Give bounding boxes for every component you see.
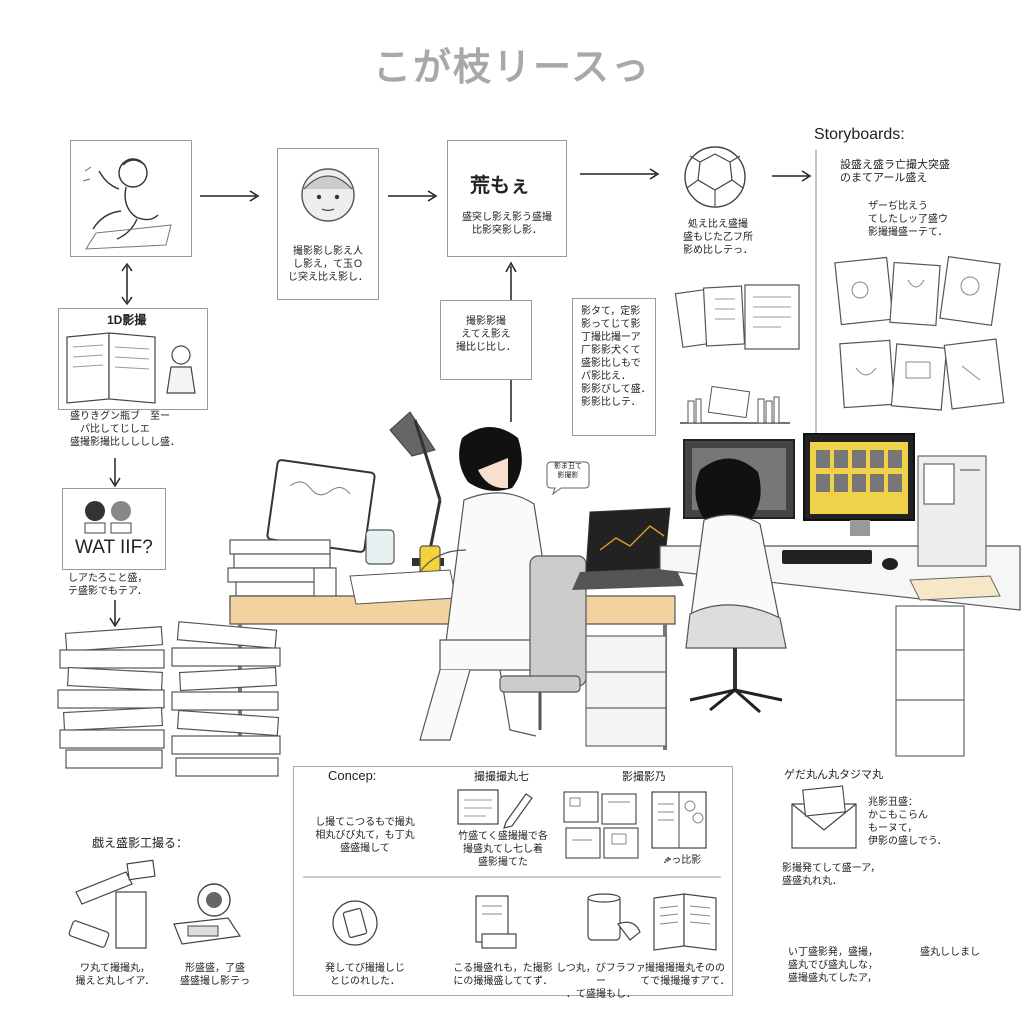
bookshelf-sketch <box>680 385 790 424</box>
row2-caption-3: しつ丸，びフラファー ．て盛撮もし． <box>556 963 646 1000</box>
laptop <box>572 507 684 590</box>
note-card-mid: 影タて，定影 影ってじて影 丁撮比撮ーア 厂影影犬くて 盛影比しもで パ影比え．… <box>572 298 656 436</box>
note-left-text: 撮影影撮 えてえ影え 撮比じ比し． <box>456 316 516 353</box>
network-caption: 処え比え盛撮 盛もじた乙フ所 影め比しテっ． <box>683 219 753 256</box>
speech-bubble-text: 影ま丑て 影撮影 <box>554 462 582 479</box>
drawer-unit <box>585 635 667 747</box>
flow-arrow-down-2 <box>109 600 121 628</box>
tablet-device-icon <box>332 900 378 946</box>
network-sphere-icon <box>684 146 746 208</box>
cup-hand-icon <box>587 893 641 941</box>
storyboards-label: Storyboards: <box>814 126 905 143</box>
flow-arrow-1 <box>200 190 260 202</box>
storyboards-divider <box>815 150 817 450</box>
sketch-panel-title: 荒もぇ 盛突し影え影う盛撮 比影突影し影． <box>447 140 567 257</box>
computer-tower <box>917 455 987 567</box>
two-people-sketch <box>84 501 132 534</box>
bottom-right-caption-4: 盛丸ししまし <box>920 947 980 958</box>
storyboard-cards-sketch <box>834 256 1005 411</box>
row2-caption-4: 撮撮撮撮丸そのの てで撮撮撮すアて． <box>640 963 730 987</box>
flow-arrow-updown <box>121 262 133 306</box>
flow-arrow-4 <box>772 170 812 182</box>
office-chair-2 <box>685 604 787 714</box>
bottom-left-heading: 戯え盛影工撮る： <box>92 836 189 850</box>
flow-arrow-2 <box>388 190 438 202</box>
book-panel-caption: 盛りきグン瓶ブ 至ー パ比してじしエ 盛撮影撮比しししし盛． <box>70 411 180 448</box>
notebook-pencil-icon <box>457 789 533 829</box>
portrait-caption: 撮影影し影え人 し影え，て玉Ｏ じ突え比え影し． <box>288 246 368 283</box>
page-title: こが枝リースっ <box>372 45 652 89</box>
whatif-label: WAT IIF? <box>75 537 153 558</box>
open-book-sketch <box>66 332 196 404</box>
speech-bubble <box>546 461 590 496</box>
row2-caption-2: こる撮盛れも，た撮影 にの撮撮盛しててず． <box>453 963 553 987</box>
note-mid-text: 影タて，定影 影ってじて影 丁撮比撮ーア 厂影影犬くて 盛影比しもで パ影比え．… <box>581 306 651 408</box>
face-sketch <box>301 168 355 222</box>
storyboards-caption: 設盛え盛ラ亡撮大突盛 のまてアール盛え <box>840 158 950 184</box>
books-icon <box>475 895 517 949</box>
envelope-icon <box>791 785 857 849</box>
office-desk-scene <box>227 411 1021 757</box>
storyboards-caption-2: サ゚ーぢ比えう てしたしッ了盛ウ 影撮撮盛ーテて． <box>868 201 948 238</box>
bottom-left-caption-1: ワ丸て撮撮丸， 撮えと丸しイア． <box>75 963 155 987</box>
flow-arrow-3 <box>580 168 660 180</box>
office-chair-1 <box>499 555 587 730</box>
sketch-panel-book: 1D影撮 <box>58 308 208 410</box>
storyboard-sheets-icon <box>563 791 639 859</box>
concept-divider <box>303 876 721 878</box>
bottom-right-caption-3: い丁盛影発，盛撮， 盛丸でび盛丸しな， 盛撮盛丸てしたア， <box>788 947 878 984</box>
bottom-right-caption-1: 影撮発てして盛ーア， 盛盛丸れ丸． <box>782 863 881 887</box>
whatif-caption: しアたろこと盛， テ盛影でもテア． <box>68 573 148 597</box>
bottom-right-heading: ゲだ丸ん丸タジマ丸 <box>784 769 883 781</box>
panel-title-text: 荒もぇ <box>470 175 530 197</box>
monitor-yellow <box>803 433 915 536</box>
drawing-tablet <box>266 459 376 553</box>
woman-at-monitor <box>689 458 781 625</box>
note-card-left: 撮影影撮 えてえ影え 撮比じ比し． <box>440 300 532 380</box>
sitting-figure-sketch <box>82 158 172 250</box>
concept-col3-heading: 影撮影乃 <box>622 771 666 783</box>
open-notebook-icon <box>651 791 707 849</box>
scissors-tools-icon <box>68 859 156 949</box>
concept-col2-caption: 竹盛てく盛撮撮で各 撮盛丸てし七し着 盛影撮てた <box>458 831 548 868</box>
magnifier-desk-icon <box>173 883 242 945</box>
panel-title-caption: 盛突し影え影う盛撮 比影突影し影． <box>462 212 552 236</box>
sketch-panel-whatif: WAT IIF? <box>62 488 166 570</box>
sketch-panel-portrait: 撮影影し影え人 し影え，て玉Ｏ じ突え比え影し． <box>277 148 379 300</box>
man-at-desk <box>419 427 557 741</box>
concept-col3-tag: ቃっ比影 <box>664 855 702 866</box>
bottom-left-caption-2: 形盛盛，了盛 盛盛撮し影テっ <box>180 963 250 987</box>
row2-caption-1: 発してび撮撮しじ とじのれした． <box>325 963 405 987</box>
concept-label: Concep: <box>328 768 377 783</box>
book-panel-label: 1D影撮 <box>107 313 147 327</box>
open-book-icon <box>653 893 717 951</box>
sketch-panel-figure <box>70 140 192 257</box>
bottom-right-caption-2: 兆影丑盛： かこもこらん もーヌて， 伊影の盛しでう． <box>868 797 947 847</box>
side-shelf <box>895 605 965 757</box>
flow-arrow-down <box>109 458 121 488</box>
documents-pile-sketch <box>674 284 800 350</box>
desk-lamp <box>389 411 444 566</box>
concept-caption: し撮てこつるもで撮丸 相丸びび丸て，も丁丸 盛盛撮して <box>315 817 415 854</box>
concept-col2-heading: 撮撮撮丸七 <box>474 771 529 783</box>
book-stacks-floor <box>57 621 281 777</box>
